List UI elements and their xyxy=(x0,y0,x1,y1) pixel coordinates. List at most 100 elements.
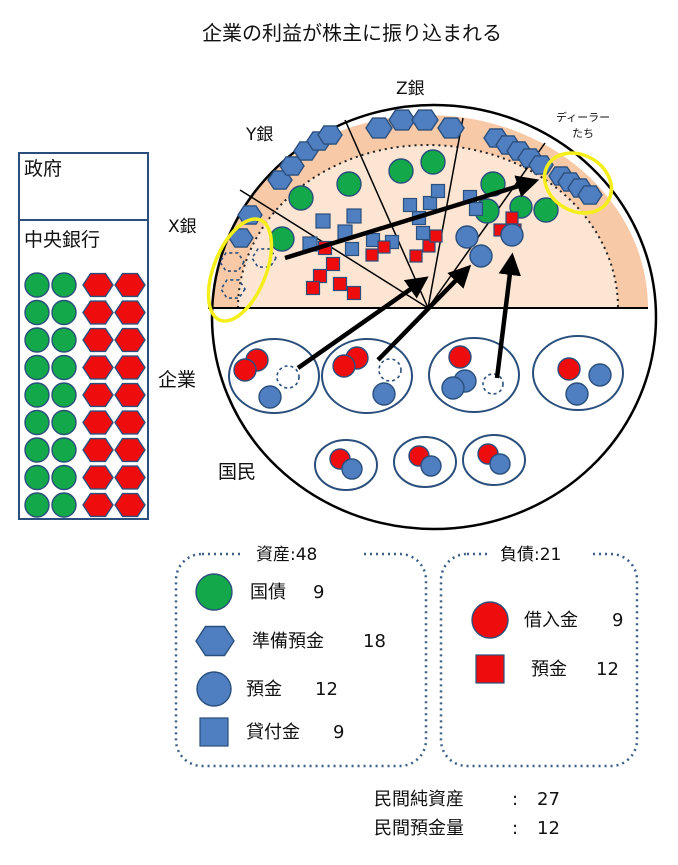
reserve-icon xyxy=(317,125,343,145)
loan-icon xyxy=(430,183,446,199)
deposit-icon xyxy=(489,453,511,475)
deposit-icon xyxy=(341,458,363,480)
deposit-icon xyxy=(276,365,300,389)
deposit-liability-icon xyxy=(332,276,348,292)
loan-icon xyxy=(346,208,362,224)
liability-value: 12 xyxy=(596,659,619,680)
asset-label: 貸付金 xyxy=(246,722,300,743)
deposit-icon xyxy=(378,358,402,382)
loan-icon xyxy=(422,195,438,211)
government-box: 政府 中央銀行 xyxy=(18,152,149,520)
dealers-label-line2: たち xyxy=(572,127,594,140)
government-bond-icon xyxy=(51,492,77,518)
asset-value: 12 xyxy=(315,679,338,700)
deposit-liability-icon xyxy=(365,248,379,262)
government-bond-icon xyxy=(51,382,77,408)
government-bond-icon xyxy=(24,299,50,326)
deposit-icon xyxy=(420,455,442,477)
reserve-liability-icon xyxy=(114,355,146,380)
bond-icon xyxy=(269,226,295,252)
loan-icon xyxy=(402,197,418,213)
sector-divider-z-dealer xyxy=(427,117,464,309)
reserve-icon xyxy=(437,117,465,139)
reserve-liability-icon xyxy=(82,272,114,298)
deposit-icon xyxy=(455,225,479,249)
government-bond-icon xyxy=(51,464,77,491)
reserve-liability-icon xyxy=(82,410,114,435)
reserve-liability-icon xyxy=(114,272,146,298)
government-bond-icon xyxy=(24,437,50,463)
deposit-liability-icon xyxy=(505,211,519,225)
government-bond-icon xyxy=(24,382,50,408)
deposit-icon xyxy=(469,244,493,268)
central-bank-label: 中央銀行 xyxy=(24,229,100,251)
government-bond-icon xyxy=(24,409,50,436)
reserve-liability-icon xyxy=(82,355,114,380)
summary-label-net-assets: 民間純資産 xyxy=(374,789,464,810)
companies-row xyxy=(228,335,624,414)
liability-label: 借入金 xyxy=(524,610,578,631)
government-bond-icon xyxy=(24,327,50,353)
reserve-liability-icon xyxy=(82,300,114,325)
deposit-icon xyxy=(482,373,504,395)
red-circle-icon xyxy=(471,601,509,639)
government-label: 政府 xyxy=(24,158,62,180)
loan-icon xyxy=(468,201,484,217)
government-bond-icon xyxy=(51,327,77,353)
reserve-liability-icon xyxy=(114,300,146,325)
deposit-liability-icon xyxy=(305,280,321,296)
arrow-company3-up xyxy=(494,252,521,379)
loan-icon xyxy=(365,232,381,248)
highlight-x-bank xyxy=(206,217,274,323)
deposit-icon xyxy=(500,223,524,247)
citizens-label: 国民 xyxy=(218,461,256,483)
reserve-liability-icon xyxy=(114,492,146,518)
liability-label: 預金 xyxy=(531,659,567,680)
reserve-icon xyxy=(365,117,393,139)
citizens-row xyxy=(314,434,526,491)
arrow-x-to-dealers xyxy=(284,175,540,261)
bond-icon xyxy=(336,171,362,197)
summary: 民間純資産 : 27 民間預金量 : 12 xyxy=(374,789,560,839)
government-bond-icon xyxy=(51,272,77,298)
asset-item: 貸付金 9 xyxy=(199,717,344,747)
bond-icon xyxy=(288,185,314,211)
asset-value: 9 xyxy=(313,582,324,603)
dealers-label: ディーラー xyxy=(556,110,610,124)
reserve-icon xyxy=(219,252,245,272)
deposit-liability-icon xyxy=(312,268,328,284)
asset-label: 国債 xyxy=(250,582,286,603)
arrow-company1-up xyxy=(296,276,429,370)
asset-item: 国債 9 xyxy=(195,573,324,611)
reserve-liability-icon xyxy=(82,437,114,463)
reserve-icon xyxy=(577,185,603,205)
blue-circle-icon xyxy=(196,671,232,707)
reserve-liability-icon xyxy=(82,327,114,353)
deposit-liability-icon xyxy=(346,285,362,301)
borrowing-icon xyxy=(448,345,472,369)
summary-sep-deposits: : xyxy=(512,818,518,839)
bond-icon xyxy=(420,149,446,175)
reserve-liability-icon xyxy=(114,437,146,463)
reserve-liability-icon xyxy=(82,492,114,518)
asset-value: 9 xyxy=(333,722,344,743)
government-bond-icon xyxy=(24,354,50,381)
deposit-icon xyxy=(441,376,465,400)
reserve-liability-icon xyxy=(114,410,146,435)
deposit-icon xyxy=(588,363,612,387)
flow-arrows xyxy=(284,175,540,379)
government-bond-icon xyxy=(51,299,77,326)
deposit-liability-icon xyxy=(422,239,436,253)
reserve-icon xyxy=(411,109,439,131)
reserve-icon xyxy=(388,109,416,131)
deposit-icon xyxy=(258,385,282,409)
asset-label: 預金 xyxy=(246,679,282,700)
sector-divider-xy xyxy=(239,189,429,309)
asset-label: 準備預金 xyxy=(252,631,324,652)
reserve-liability-icon xyxy=(82,382,114,408)
asset-value: 18 xyxy=(363,631,386,652)
central-bank-tokens xyxy=(24,272,146,518)
borrowing-icon xyxy=(557,357,581,381)
